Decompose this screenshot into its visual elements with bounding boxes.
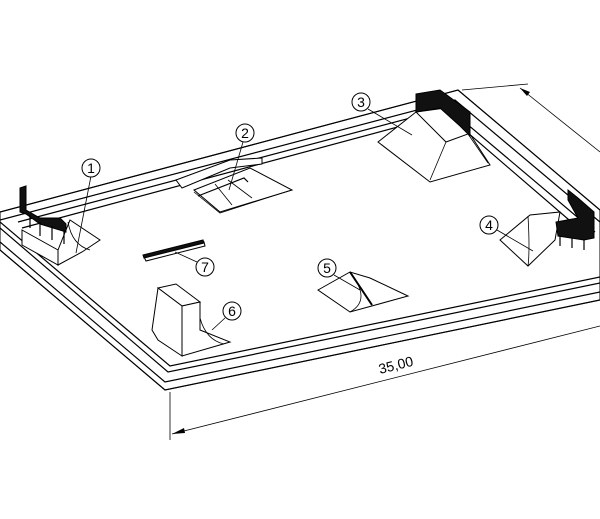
dimension-lines — [169, 83, 600, 440]
funbox-2 — [175, 157, 294, 214]
grind-rail-7 — [142, 239, 206, 262]
balloon-leaders — [75, 108, 534, 331]
quarter-pipe-1 — [19, 185, 101, 266]
balloon-6: 6 — [222, 301, 242, 321]
balloon-1: 1 — [81, 158, 101, 178]
quarter-pipe-4 — [499, 188, 595, 267]
balloon-4: 4 — [479, 215, 499, 235]
pyramid-3 — [377, 89, 491, 183]
balloon-7: 7 — [195, 257, 215, 277]
balloon-label: 7 — [201, 259, 209, 275]
balloon-label: 6 — [228, 303, 236, 319]
balloon-label: 1 — [87, 160, 95, 176]
balloon-label: 5 — [323, 260, 331, 276]
balloon-5: 5 — [317, 258, 337, 278]
balloon-label: 4 — [485, 217, 493, 233]
dimension-length-label: 35,00 — [377, 353, 415, 377]
balloon-3: 3 — [351, 92, 371, 112]
balloon-2: 2 — [235, 123, 255, 143]
balloon-label: 3 — [357, 94, 365, 110]
quarter-pipe-5 — [317, 271, 410, 313]
wall-ramp-6 — [151, 283, 232, 357]
balloon-label: 2 — [241, 125, 249, 141]
